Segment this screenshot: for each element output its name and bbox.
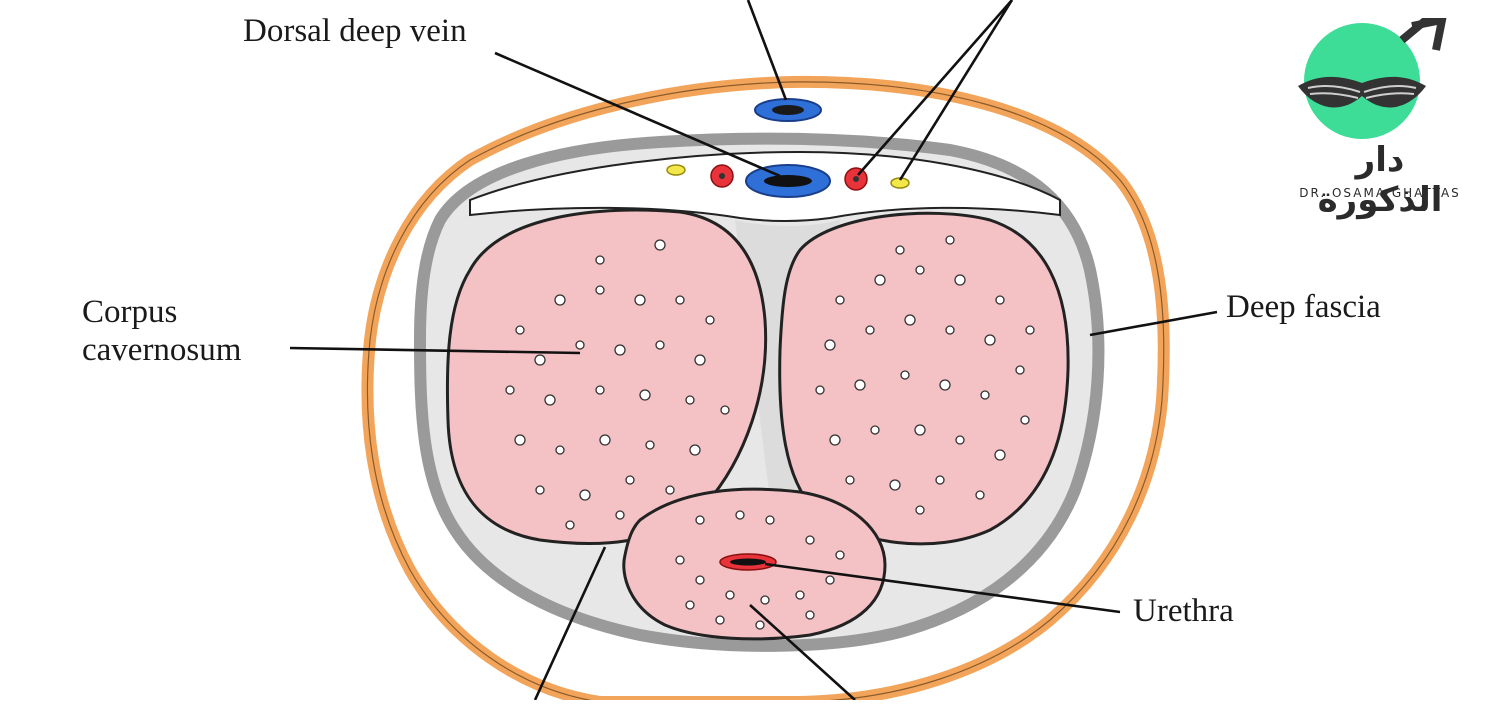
- trabecular-spaces-left: [505, 239, 730, 530]
- leader-nerve: [898, 0, 1014, 181]
- leader-deep-fascia: [1089, 310, 1218, 337]
- corpus-cavernosum-right: [778, 211, 1070, 546]
- dorsal-nerve-left: [666, 164, 686, 176]
- leader-tunica: [533, 546, 607, 701]
- label-urethra: Urethra: [1133, 593, 1234, 629]
- leader-lines: [289, 0, 1218, 701]
- logo-arabic-text: دار الذكورة: [1317, 140, 1443, 220]
- logo-english-text: DR. OSAMA GHATTAS: [1299, 186, 1461, 200]
- label-corpus-line2: cavernosum: [82, 332, 242, 368]
- brand-logo-icon: [1298, 18, 1447, 139]
- label-corpus-cavernosum: Corpus cavernosum: [82, 293, 241, 369]
- leader-spongiosum: [749, 604, 856, 701]
- label-corpus-line1: Corpus: [82, 294, 178, 330]
- label-dorsal-deep-vein: Dorsal deep vein: [243, 13, 467, 49]
- label-deep-fascia: Deep fascia: [1226, 289, 1381, 325]
- leader-urethra: [764, 562, 1121, 614]
- leader-artery: [857, 0, 1013, 176]
- leader-dorsal-deep-vein: [494, 51, 781, 178]
- trabecular-spaces-spongiosum: [675, 510, 845, 630]
- trabecular-spaces-right: [815, 235, 1035, 515]
- leader-superficial-vein: [746, 0, 788, 101]
- leader-corpus-cavernosum: [289, 346, 581, 355]
